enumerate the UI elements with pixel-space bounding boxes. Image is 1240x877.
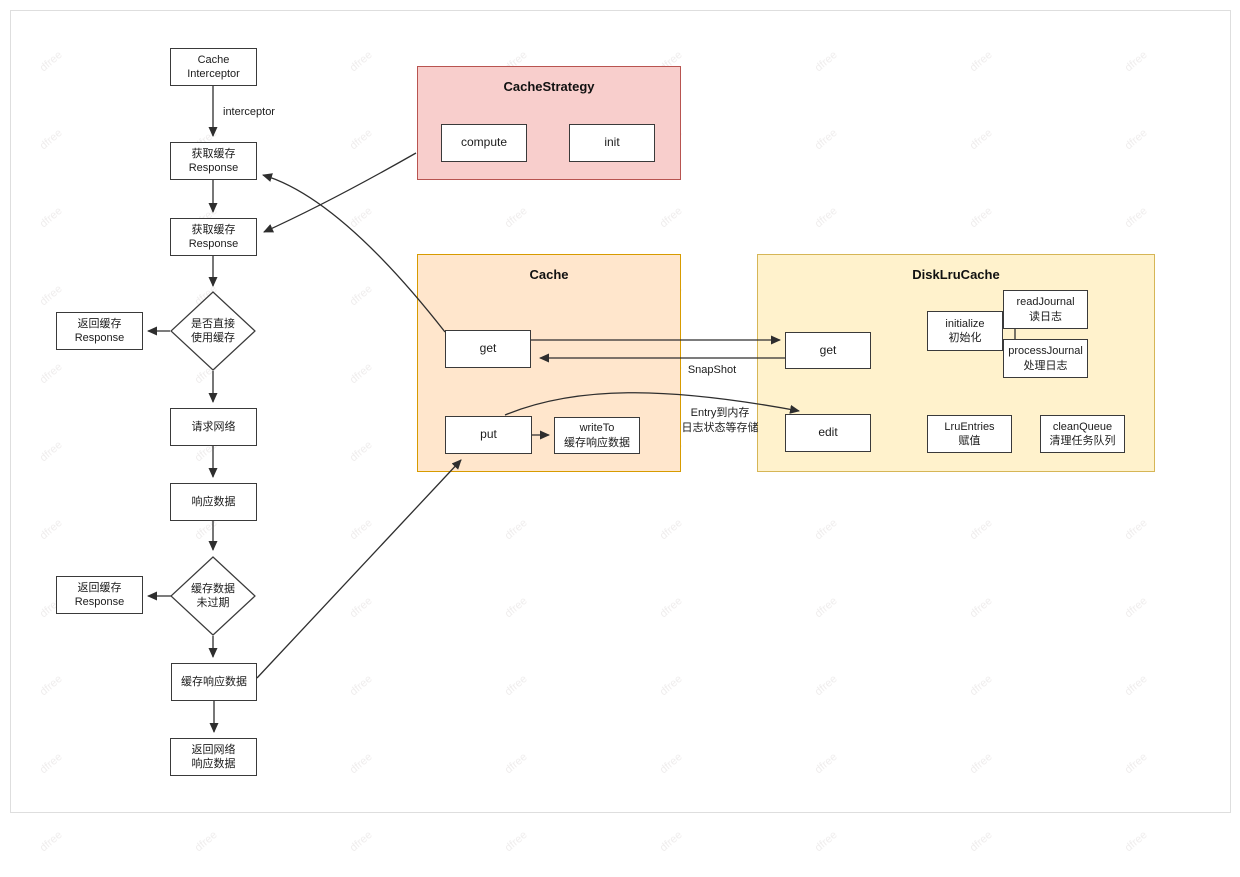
node-cache-response-data: 缓存响应数据 bbox=[171, 663, 257, 701]
node-label: 获取缓存 Response bbox=[188, 223, 239, 250]
container-cache-strategy: CacheStrategy bbox=[417, 66, 681, 180]
node-label: 返回网络 响应数据 bbox=[191, 743, 236, 770]
method-label: get bbox=[819, 342, 837, 357]
method-disklru-initialize: initialize 初始化 bbox=[927, 311, 1003, 351]
method-disklru-lruentries: LruEntries 赋值 bbox=[927, 415, 1012, 453]
node-label: Cache Interceptor bbox=[187, 53, 240, 80]
node-fetch-cache-response-1: 获取缓存 Response bbox=[170, 142, 257, 180]
method-disklru-cleanqueue: cleanQueue 清理任务队列 bbox=[1040, 415, 1125, 453]
method-cache-put: put bbox=[445, 416, 532, 454]
method-label: readJournal 读日志 bbox=[1016, 296, 1075, 323]
decision-direct-use-cache: 是否直接 使用缓存 bbox=[170, 291, 256, 371]
method-label: edit bbox=[818, 425, 838, 440]
method-disklru-processjournal: processJournal 处理日志 bbox=[1003, 339, 1088, 378]
method-label: writeTo 缓存响应数据 bbox=[564, 422, 630, 449]
method-label: get bbox=[479, 341, 497, 356]
node-label: 响应数据 bbox=[191, 495, 236, 508]
method-cache-get: get bbox=[445, 330, 531, 368]
node-return-cache-response-1: 返回缓存 Response bbox=[56, 312, 143, 350]
node-label: 缓存响应数据 bbox=[181, 675, 247, 688]
method-cachestrategy-init: init bbox=[569, 124, 655, 162]
node-fetch-cache-response-2: 获取缓存 Response bbox=[170, 218, 257, 256]
edge-label-interceptor: interceptor bbox=[223, 106, 275, 118]
disk-lru-cache-title: DiskLruCache bbox=[912, 267, 1000, 282]
node-return-cache-response-2: 返回缓存 Response bbox=[56, 576, 143, 614]
method-label: compute bbox=[460, 135, 508, 150]
method-cache-writeto: writeTo 缓存响应数据 bbox=[554, 417, 640, 454]
method-cachestrategy-compute: compute bbox=[441, 124, 527, 162]
method-disklru-readjournal: readJournal 读日志 bbox=[1003, 290, 1088, 329]
decision-label: 缓存数据 未过期 bbox=[191, 582, 235, 609]
diagram-border-frame bbox=[10, 10, 1231, 813]
method-disklru-get: get bbox=[785, 332, 871, 369]
decision-cache-not-expired: 缓存数据 未过期 bbox=[170, 556, 256, 636]
method-label: processJournal 处理日志 bbox=[1008, 345, 1083, 372]
cache-title: Cache bbox=[529, 267, 569, 282]
method-disklru-edit: edit bbox=[785, 414, 871, 452]
node-cache-interceptor: Cache Interceptor bbox=[170, 48, 257, 86]
node-label: 请求网络 bbox=[191, 420, 236, 433]
node-return-network-response-data: 返回网络 响应数据 bbox=[170, 738, 257, 776]
method-label: cleanQueue 清理任务队列 bbox=[1049, 420, 1116, 447]
node-request-network: 请求网络 bbox=[170, 408, 257, 446]
method-label: LruEntries 赋值 bbox=[944, 420, 995, 447]
cache-strategy-title: CacheStrategy bbox=[503, 79, 595, 94]
node-label: 返回缓存 Response bbox=[74, 581, 125, 608]
node-label: 获取缓存 Response bbox=[188, 147, 239, 174]
edge-label-snapshot: SnapShot bbox=[687, 364, 737, 376]
method-label: put bbox=[480, 427, 497, 442]
edge-label-entry-to-memory: Entry到内存 日志状态等存储 bbox=[681, 407, 759, 434]
method-label: init bbox=[604, 135, 620, 150]
decision-label: 是否直接 使用缓存 bbox=[191, 317, 235, 344]
node-response-data: 响应数据 bbox=[170, 483, 257, 521]
node-label: 返回缓存 Response bbox=[74, 317, 125, 344]
method-label: initialize 初始化 bbox=[945, 317, 985, 344]
